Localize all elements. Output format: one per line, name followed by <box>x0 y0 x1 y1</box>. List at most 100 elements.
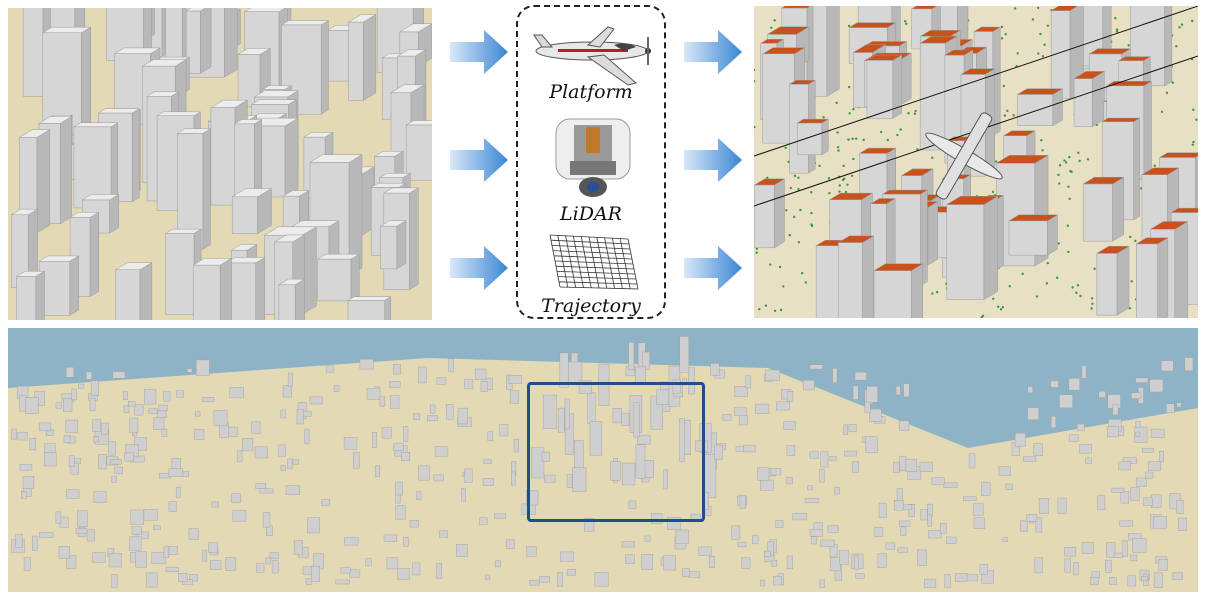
building <box>644 535 651 542</box>
building <box>1132 538 1147 553</box>
building <box>21 491 27 499</box>
building <box>1135 477 1147 487</box>
building <box>202 397 215 403</box>
building <box>58 546 70 559</box>
building <box>287 372 293 387</box>
building <box>29 438 36 451</box>
building <box>383 534 397 542</box>
building <box>905 459 917 472</box>
arrow-right-icon <box>450 30 508 74</box>
building <box>1059 394 1073 408</box>
building <box>829 456 837 461</box>
building <box>714 444 723 460</box>
building <box>232 509 247 522</box>
building <box>931 477 945 485</box>
building <box>873 263 924 318</box>
building <box>484 574 490 580</box>
building <box>499 424 509 437</box>
building <box>379 220 407 270</box>
arrow-right-icon <box>450 138 508 182</box>
simulation-pipeline-box: Platform LiDAR Trajectory <box>516 5 666 319</box>
building <box>1016 88 1064 127</box>
building <box>894 500 904 511</box>
building <box>68 455 75 467</box>
building <box>254 446 268 459</box>
building <box>403 536 409 547</box>
building <box>343 437 358 450</box>
airplane-icon <box>925 112 1003 200</box>
building <box>158 404 168 411</box>
building <box>182 579 193 585</box>
building <box>852 385 859 400</box>
building <box>1149 379 1164 393</box>
building <box>305 578 312 585</box>
building <box>209 560 222 570</box>
building <box>386 557 399 570</box>
building <box>796 118 830 156</box>
building <box>899 520 911 527</box>
building <box>464 379 474 389</box>
building <box>269 552 279 560</box>
building <box>55 511 62 524</box>
building <box>168 468 184 477</box>
arrow-right-icon <box>684 246 742 290</box>
building <box>802 380 815 391</box>
building <box>819 579 826 588</box>
building <box>55 402 62 409</box>
building <box>633 402 640 438</box>
building <box>15 533 23 548</box>
building <box>277 278 306 320</box>
building <box>128 401 136 407</box>
building <box>1172 572 1184 580</box>
flight-path-line <box>754 6 1198 157</box>
building <box>73 122 119 209</box>
building <box>973 517 985 529</box>
building <box>1027 386 1033 393</box>
building <box>873 527 884 537</box>
building <box>737 541 747 548</box>
building <box>773 576 783 586</box>
building <box>106 8 152 61</box>
building <box>390 395 400 409</box>
building <box>262 512 271 528</box>
building <box>908 504 915 518</box>
building <box>153 417 165 430</box>
building <box>566 474 573 488</box>
building <box>878 502 887 518</box>
building <box>93 491 107 503</box>
building <box>1121 540 1128 557</box>
lidar-label: LiDAR <box>560 203 622 225</box>
building <box>1098 391 1106 398</box>
building <box>165 566 179 573</box>
building <box>163 546 170 558</box>
building <box>1105 559 1112 573</box>
building <box>1005 483 1013 490</box>
building <box>63 435 71 443</box>
building <box>1159 450 1164 463</box>
building <box>145 572 158 588</box>
building <box>734 407 747 416</box>
arrow-right-icon <box>450 246 508 290</box>
building <box>135 551 147 568</box>
building <box>1184 357 1194 372</box>
building <box>852 461 859 473</box>
building <box>70 462 79 475</box>
building <box>131 526 142 535</box>
building <box>1141 576 1148 581</box>
building <box>1081 541 1094 554</box>
building <box>278 444 286 457</box>
building <box>1150 428 1165 438</box>
building <box>436 563 442 579</box>
building <box>757 467 770 481</box>
building <box>786 391 794 402</box>
building <box>775 401 791 411</box>
building <box>78 383 85 389</box>
building <box>255 483 266 489</box>
building <box>924 578 937 589</box>
building <box>326 365 334 373</box>
building <box>1119 520 1134 527</box>
building <box>17 431 28 441</box>
building <box>1148 461 1161 471</box>
building <box>610 461 621 481</box>
building <box>642 351 650 370</box>
